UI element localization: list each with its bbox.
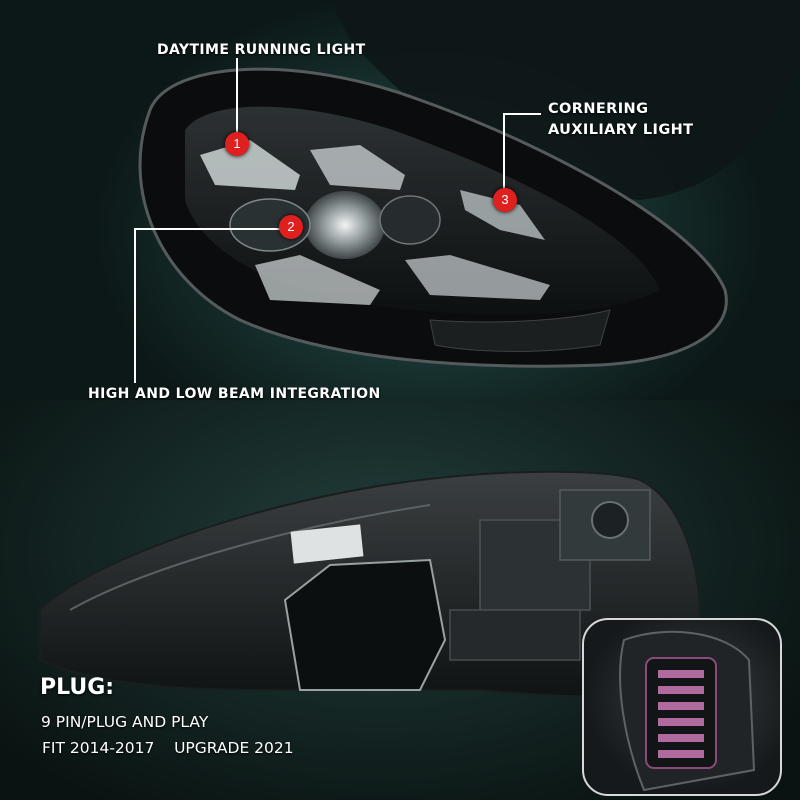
marker-1: 1 (225, 132, 249, 156)
plug-spec-line2: FIT 2014-2017 UPGRADE 2021 (42, 739, 294, 757)
product-sticker (290, 524, 364, 564)
marker-3: 3 (493, 188, 517, 212)
connector-pins (658, 670, 704, 758)
plug-spec-line1: 9 PIN/PLUG AND PLAY (41, 713, 209, 731)
cornering-light-element (460, 190, 545, 240)
plug-closeup-inset (582, 618, 782, 796)
ballast-module (449, 609, 581, 661)
drl-strip-2 (310, 145, 405, 190)
leader-line-drl-vertical (236, 58, 238, 138)
lower-grille (429, 309, 611, 352)
pin-row (658, 702, 704, 710)
rear-mount-plate (283, 558, 447, 691)
pin-row (658, 686, 704, 694)
drl-strip-1 (200, 140, 300, 190)
leader-line-beam-horizontal (134, 228, 282, 230)
car-fender-shape (330, 0, 800, 200)
leader-line-corner-vertical (503, 113, 505, 191)
callout-cornering-line1: CORNERING (548, 101, 649, 117)
marker-2: 2 (279, 215, 303, 239)
drl-strip-3 (255, 255, 380, 305)
callout-cornering-light: CORNERING AUXILIARY LIGHT (548, 99, 693, 141)
pin-row (658, 734, 704, 742)
drl-strip-4 (405, 255, 550, 300)
reflector-right (379, 195, 441, 245)
leader-line-corner-horizontal (503, 113, 541, 115)
callout-daytime-running-light: DAYTIME RUNNING LIGHT (157, 42, 366, 58)
projector-lens (305, 191, 385, 259)
callout-high-low-beam: HIGH AND LOW BEAM INTEGRATION (88, 386, 381, 402)
leader-line-beam-vertical (134, 228, 136, 383)
plug-title: PLUG: (40, 675, 115, 700)
pin-row (658, 670, 704, 678)
callout-cornering-line2: AUXILIARY LIGHT (548, 122, 694, 138)
plug-connector-illustration (619, 630, 756, 792)
rear-edge-highlight (69, 504, 431, 611)
pin-row (658, 718, 704, 726)
pin-row (658, 750, 704, 758)
adjuster-knob (591, 501, 629, 539)
